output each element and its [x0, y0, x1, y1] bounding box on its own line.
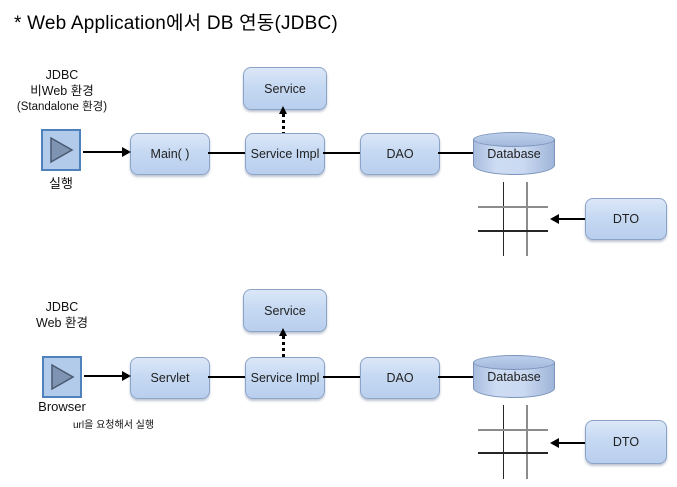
- connector-dto-to-grid-top: [559, 218, 585, 220]
- play-icon: [51, 363, 75, 391]
- node-main: Main( ): [130, 133, 210, 175]
- dotted-connector-serviceimpl-to-service-bottom: [282, 336, 285, 357]
- standalone-env-label: JDBC 비Web 환경 (Standalone 환경): [2, 67, 122, 115]
- browser-label: Browser: [38, 399, 86, 414]
- node-service-bottom: Service: [243, 289, 327, 332]
- arrowhead-up-icon: [279, 106, 287, 114]
- node-service-impl-top: Service Impl: [245, 133, 325, 175]
- standalone-env-line3: (Standalone 환경): [16, 101, 108, 113]
- database-cylinder-bottom: Database: [473, 355, 555, 398]
- standalone-env-line1: JDBC: [45, 68, 79, 82]
- node-dao-bottom: DAO: [360, 357, 440, 399]
- arrowhead-right-icon: [122, 147, 131, 157]
- web-env-line2: Web 환경: [36, 316, 88, 330]
- web-env-line1: JDBC: [45, 300, 79, 314]
- play-icon: [50, 136, 74, 164]
- arrowhead-right-icon: [122, 371, 131, 381]
- arrowhead-up-icon: [279, 328, 287, 336]
- cylinder-top-ellipse: [473, 132, 555, 147]
- run-launcher-shape: [41, 129, 81, 171]
- connector-servlet-to-serviceimpl: [208, 376, 245, 378]
- grid-vline: [503, 182, 504, 256]
- connector-serviceimpl-to-dao: [323, 152, 360, 154]
- url-request-note: url을 요청해서 실행: [73, 420, 155, 431]
- node-dto-bottom: DTO: [585, 420, 667, 464]
- connector-browser-to-servlet: [84, 375, 122, 377]
- node-dto-top: DTO: [585, 198, 667, 240]
- web-env-label: JDBC Web 환경: [2, 299, 122, 331]
- database-label: Database: [487, 147, 541, 161]
- browser-launcher-shape: [42, 356, 82, 398]
- connector-serviceimpl-to-dao-bottom: [323, 376, 360, 378]
- dotted-connector-serviceimpl-to-service: [282, 114, 285, 133]
- node-dao-top: DAO: [360, 133, 440, 175]
- connector-dto-to-grid-bottom: [559, 442, 585, 444]
- connector-dao-to-database-bottom: [438, 376, 473, 378]
- grid-hline: [478, 206, 548, 208]
- grid-hline: [478, 429, 548, 431]
- page-title: * Web Application에서 DB 연동(JDBC): [14, 13, 338, 34]
- grid-hline: [478, 452, 548, 454]
- connector-dao-to-database: [438, 152, 473, 154]
- grid-hline: [478, 230, 548, 232]
- database-label: Database: [487, 370, 541, 384]
- node-service-top: Service: [243, 67, 327, 110]
- database-cylinder-top: Database: [473, 132, 555, 175]
- connector-main-to-serviceimpl: [208, 152, 245, 154]
- arrowhead-left-icon: [550, 214, 559, 224]
- node-servlet: Servlet: [130, 357, 210, 399]
- connector-run-to-main: [83, 151, 122, 153]
- node-service-impl-bottom: Service Impl: [245, 357, 325, 399]
- grid-vline: [503, 405, 504, 479]
- arrowhead-left-icon: [550, 438, 559, 448]
- grid-vline: [526, 405, 528, 479]
- run-label: 실행: [49, 176, 73, 191]
- cylinder-top-ellipse: [473, 355, 555, 370]
- standalone-env-line2: 비Web 환경: [30, 84, 94, 98]
- grid-vline: [526, 182, 528, 256]
